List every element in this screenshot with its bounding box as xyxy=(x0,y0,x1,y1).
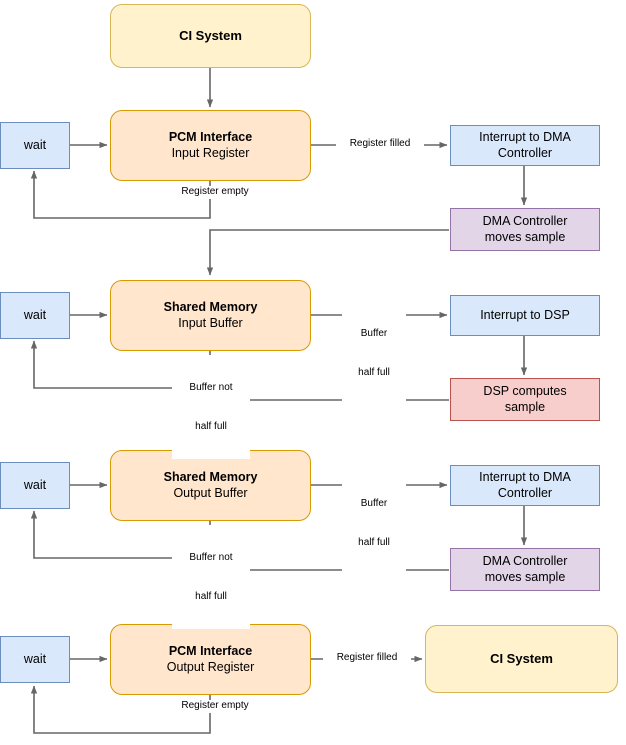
node-subtitle: Input Register xyxy=(171,145,250,160)
node-title: DMA Controller xyxy=(482,554,568,569)
edge-label-line-1: Buffer not xyxy=(189,382,233,393)
edge-label-line-1: Buffer xyxy=(360,328,388,339)
node-title: CI System xyxy=(179,28,242,44)
node-title: PCM Interface xyxy=(168,644,253,659)
node-pcm-interface-output-register[interactable]: PCM Interface Output Register xyxy=(110,624,311,695)
node-ci-system-top[interactable]: CI System xyxy=(110,4,311,68)
node-title: CI System xyxy=(490,651,553,667)
node-ci-system-bottom[interactable]: CI System xyxy=(425,625,618,693)
edge-label-register-empty-2: Register empty xyxy=(168,700,262,713)
node-title: Shared Memory xyxy=(163,300,258,315)
node-subtitle: moves sample xyxy=(484,229,566,244)
node-title: Shared Memory xyxy=(163,470,258,485)
node-title: Interrupt to DSP xyxy=(480,307,570,322)
edge-label-register-empty-1: Register empty xyxy=(168,186,262,199)
node-interrupt-to-dsp[interactable]: Interrupt to DSP xyxy=(450,295,600,336)
node-title: Interrupt to DMA xyxy=(479,130,571,145)
node-subtitle: sample xyxy=(504,399,546,414)
node-wait-1[interactable]: wait xyxy=(0,122,70,169)
edge-label-register-filled-2: Register filled xyxy=(323,652,411,665)
node-subtitle: Output Buffer xyxy=(173,485,248,500)
edge-label-buffer-half-full-2: Buffer half full xyxy=(342,471,406,575)
node-dma-controller-moves-sample-2[interactable]: DMA Controller moves sample xyxy=(450,548,600,591)
edge-label-line-1: Buffer not xyxy=(189,552,233,563)
node-wait-3[interactable]: wait xyxy=(0,462,70,509)
node-title: wait xyxy=(23,477,47,492)
node-pcm-interface-input-register[interactable]: PCM Interface Input Register xyxy=(110,110,311,181)
node-title: wait xyxy=(23,137,47,152)
node-title: DSP computes xyxy=(483,384,567,399)
edge-label-buffer-not-half-full-2: Buffer not half full xyxy=(172,525,250,629)
node-dma-controller-moves-sample-1[interactable]: DMA Controller moves sample xyxy=(450,208,600,251)
node-interrupt-to-dma-controller-1[interactable]: Interrupt to DMA Controller xyxy=(450,125,600,166)
edge-label-buffer-half-full-1: Buffer half full xyxy=(342,301,406,405)
node-title: wait xyxy=(23,307,47,322)
node-subtitle: Input Buffer xyxy=(178,315,243,330)
edge-label-line-2: half full xyxy=(195,421,227,432)
node-subtitle: Controller xyxy=(497,485,553,500)
node-shared-memory-input-buffer[interactable]: Shared Memory Input Buffer xyxy=(110,280,311,351)
edge-dma1-to-shmem-in xyxy=(206,229,449,276)
node-title: DMA Controller xyxy=(482,214,568,229)
node-subtitle: Controller xyxy=(497,145,553,160)
node-subtitle: moves sample xyxy=(484,569,566,584)
node-wait-2[interactable]: wait xyxy=(0,292,70,339)
edge-label-buffer-not-half-full-1: Buffer not half full xyxy=(172,355,250,459)
node-title: PCM Interface xyxy=(168,130,253,145)
edge-label-line-2: half full xyxy=(358,537,390,548)
edge-label-line-2: half full xyxy=(195,591,227,602)
node-subtitle: Output Register xyxy=(166,659,255,674)
node-title: wait xyxy=(23,651,47,666)
edge-label-line-1: Buffer xyxy=(360,498,388,509)
edge-label-line-2: half full xyxy=(358,367,390,378)
node-title: Interrupt to DMA xyxy=(479,470,571,485)
node-interrupt-to-dma-controller-2[interactable]: Interrupt to DMA Controller xyxy=(450,465,600,506)
node-shared-memory-output-buffer[interactable]: Shared Memory Output Buffer xyxy=(110,450,311,521)
node-dsp-computes-sample[interactable]: DSP computes sample xyxy=(450,378,600,421)
node-wait-4[interactable]: wait xyxy=(0,636,70,683)
edge-label-register-filled-1: Register filled xyxy=(336,138,424,151)
